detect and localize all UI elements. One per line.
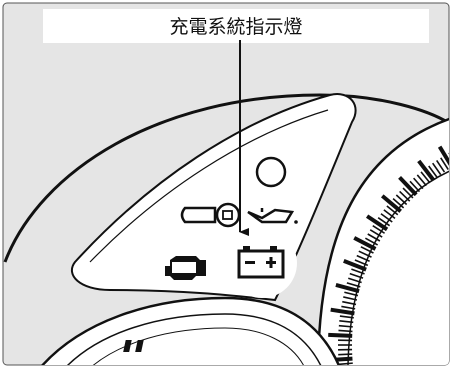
dial-tick [398,176,418,197]
right-dial-edge [316,116,449,365]
lower-dial-arc-inner [64,313,323,365]
right-dial-inner-ring [347,169,449,365]
key-icon [180,202,241,228]
dial-tick [392,198,405,209]
oil-can-icon [247,208,298,224]
dial-tick [335,283,360,294]
engine-icon [165,256,206,280]
dial-tick [380,213,393,223]
circle-indicator-icon [255,156,287,188]
dial-tick [358,250,372,258]
cluster-outer-arc [3,93,449,263]
dial-tick [367,233,381,242]
dial-tick [386,205,399,216]
dial-tick [338,362,353,365]
dial-tick [440,157,449,171]
dial-tick [428,165,438,178]
callout-banner [43,9,429,43]
dial-tick [372,225,386,234]
dial-tick [417,159,435,182]
dial-tick [328,332,353,338]
dial-tick [420,171,431,184]
dial-tick [343,259,367,272]
dial-tick [435,159,446,173]
dial-tick [364,237,379,246]
dial-tick [360,246,374,254]
warning-lens-inner-edge [89,109,329,263]
dial-tick [377,217,391,227]
dial-tick [395,194,408,206]
lower-dial-arc-innermost [89,327,306,365]
dial-tick [369,229,383,238]
lower-dial-arc-outer [39,296,342,365]
dial-tick [437,145,449,169]
callout-label: 充電系統指示燈 [169,16,302,38]
dial-tick [383,209,396,220]
battery-icon [237,246,285,279]
dial-tick [432,162,442,176]
dial-tick [338,353,353,356]
dial-tick [416,174,427,187]
lower-dial-marks [123,340,144,352]
dial-tick [330,307,355,316]
